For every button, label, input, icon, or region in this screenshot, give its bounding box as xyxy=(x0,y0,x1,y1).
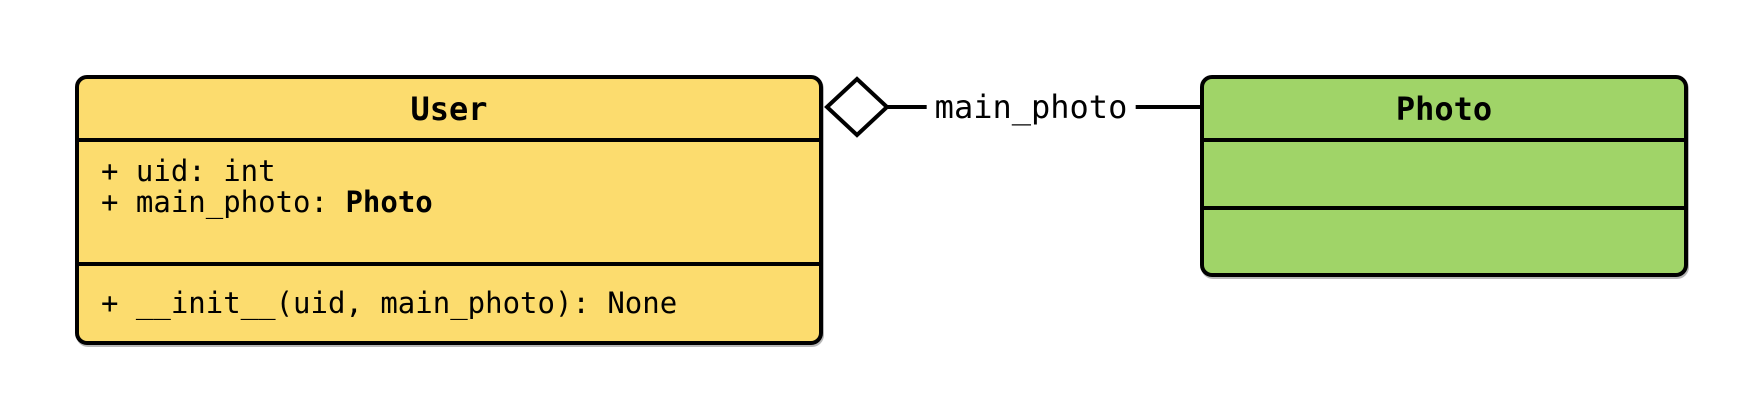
user-methods-section: + __init__(uid, main_photo): None xyxy=(79,262,819,341)
class-box-photo[interactable]: Photo xyxy=(1200,75,1688,277)
aggregation-diamond-icon xyxy=(824,76,890,138)
method-row: + __init__(uid, main_photo): None xyxy=(101,286,678,320)
photo-methods-section xyxy=(1204,206,1684,273)
class-title-photo: Photo xyxy=(1395,89,1493,128)
photo-attributes-section xyxy=(1204,138,1684,206)
attribute-name: + uid: xyxy=(101,154,224,188)
attribute-row: + main_photo: Photo xyxy=(101,187,819,218)
relationship-label: main_photo xyxy=(926,88,1136,126)
class-title-user: User xyxy=(410,89,488,128)
user-attributes-section: + uid: int + main_photo: Photo xyxy=(79,138,819,262)
attribute-type: int xyxy=(223,154,276,188)
attribute-name: + main_photo: xyxy=(101,185,346,219)
attribute-row: + uid: int xyxy=(101,156,819,187)
attribute-type-classref: Photo xyxy=(345,185,433,219)
class-box-user[interactable]: User + uid: int + main_photo: Photo + __… xyxy=(75,75,823,345)
